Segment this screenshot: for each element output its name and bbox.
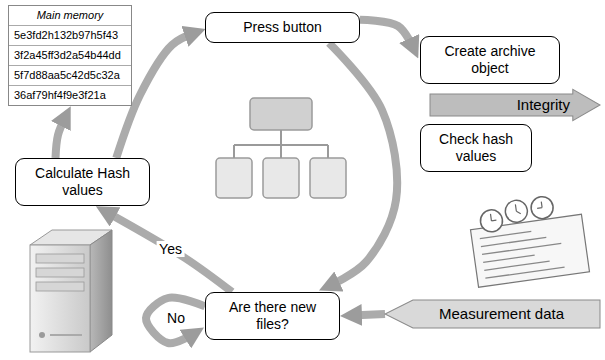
sheet-line [481, 237, 546, 246]
process-box: Calculate Hash values [15, 158, 150, 206]
measurement-sheet-icon [467, 191, 589, 287]
flow-arrow [329, 43, 397, 286]
table-cell: 3f2a45ff3d2a54b44dd [9, 45, 131, 65]
sheet-line [485, 267, 564, 278]
flow-arrow [56, 116, 66, 158]
node-text: Measurement data [413, 305, 590, 323]
process-box: Check hash values [420, 124, 532, 172]
output-arrow: Integrity [430, 92, 600, 118]
sheet-line [480, 231, 531, 238]
table-cell: 5f7d88aa5c42d5c32a [9, 65, 131, 85]
arrow-shape [430, 89, 600, 120]
node-text: Press button [214, 19, 351, 36]
table-header: Main memory [9, 6, 131, 25]
table-cell: 36af79hf4f9e3f21a [9, 85, 131, 105]
node-text: Calculate Hash values [24, 165, 141, 199]
sheet-line [482, 243, 561, 254]
server-icon [30, 230, 112, 352]
node-text: Integrity [442, 96, 570, 114]
arrow-shape [385, 300, 600, 328]
table-cell: 5e3fd2h132b97h5f43 [9, 25, 131, 45]
sheet-line [484, 261, 549, 270]
input-arrow: Measurement data [385, 300, 600, 328]
node-text: Create archive object [429, 43, 551, 77]
flow-arrow [105, 212, 232, 292]
memory-table: Main memory5e3fd2h132b97h5f433f2a45ff3d2… [8, 5, 132, 106]
flow-arrow [351, 314, 385, 316]
edge-label: No [164, 310, 188, 326]
org-chart-icon [216, 98, 346, 198]
sheet-line [483, 255, 534, 262]
process-box: Create archive object [420, 36, 560, 84]
arrow-outline [430, 92, 600, 118]
node-text: Check hash values [429, 131, 523, 165]
process-box: Press button [205, 12, 360, 43]
node-text: Are there new files? [214, 299, 331, 333]
edge-label: Yes [156, 241, 185, 257]
decision-box: Are there new files? [205, 292, 340, 340]
flow-arrow [360, 20, 414, 49]
flow-arrow [146, 298, 205, 344]
